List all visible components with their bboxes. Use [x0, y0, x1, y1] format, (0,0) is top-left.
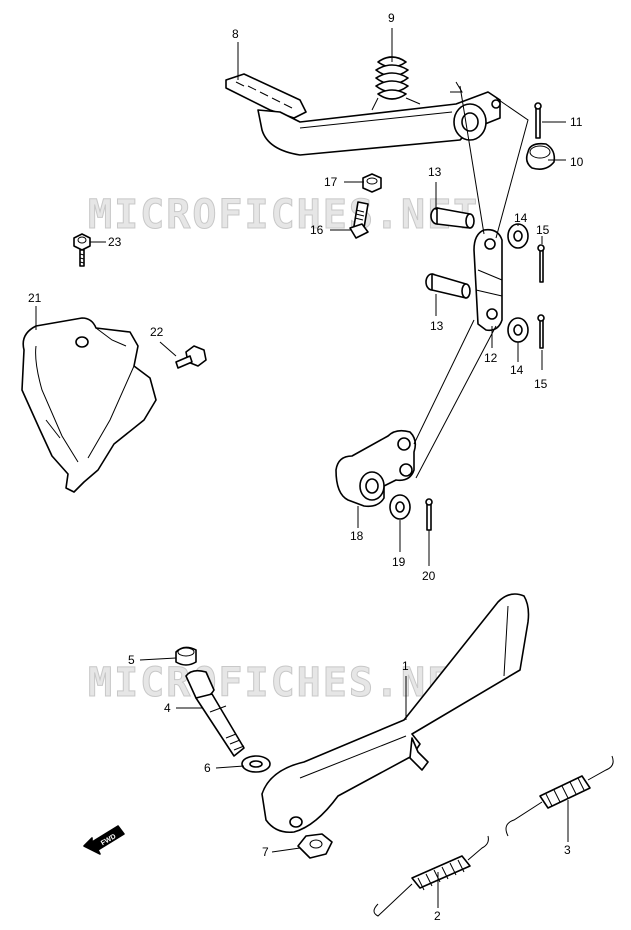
bolt-22: [175, 345, 207, 369]
nut-7: [297, 833, 333, 859]
washer-14-lower: [507, 317, 529, 343]
callout-2: 2: [434, 909, 441, 923]
bolt-16: [349, 201, 369, 239]
washer-6: [241, 755, 271, 773]
cotter-pin-15-upper: [537, 244, 545, 283]
cap-5: [175, 646, 197, 666]
fwd-arrow: FWD: [83, 825, 125, 855]
brake-pedal-arm: [225, 73, 501, 156]
callout-15-upper: 15: [536, 223, 550, 237]
callout-14-upper: 14: [514, 211, 528, 225]
callout-1: 1: [402, 659, 409, 673]
watermark-bottom: MICROFICHES.NET: [88, 660, 479, 706]
bellcrank-lever: [335, 429, 417, 508]
callout-14-lower: 14: [510, 363, 524, 377]
callout-19: 19: [392, 555, 406, 569]
callout-23: 23: [108, 235, 122, 249]
nut-17: [362, 173, 382, 193]
callout-18: 18: [350, 529, 364, 543]
callout-22: 22: [150, 325, 164, 339]
side-stand: [261, 593, 530, 834]
pivot-bolt: [185, 669, 245, 757]
callout-4: 4: [164, 701, 171, 715]
leader-lines: [35, 28, 569, 908]
spring-3: [505, 755, 614, 837]
callout-10: 10: [570, 155, 584, 169]
watermark-top: MICROFICHES.NET: [88, 192, 479, 238]
callout-17: 17: [324, 175, 338, 189]
cotter-pin-20: [425, 498, 433, 531]
spring-2: [373, 835, 489, 917]
heel-guard: [21, 317, 157, 493]
callout-7: 7: [262, 845, 269, 859]
linkage-plate: [473, 228, 503, 332]
callout-13-upper: 13: [428, 165, 442, 179]
callout-9: 9: [388, 11, 395, 25]
callout-5: 5: [128, 653, 135, 667]
callout-labels: 8 9 11 10 17 16 13 14 15 13 12 14 15 23 …: [28, 11, 584, 923]
bolt-23: [73, 233, 91, 267]
callout-16: 16: [310, 223, 324, 237]
washer-14-upper: [507, 223, 529, 249]
callout-8: 8: [232, 27, 239, 41]
callout-6: 6: [204, 761, 211, 775]
callout-20: 20: [422, 569, 436, 583]
callout-13-lower: 13: [430, 319, 444, 333]
callout-3: 3: [564, 843, 571, 857]
assembly-lines-upper: [413, 85, 529, 479]
cotter-pin-top: [534, 102, 542, 139]
cotter-pin-15-lower: [537, 314, 545, 349]
callout-21: 21: [28, 291, 42, 305]
washer-19: [389, 494, 411, 520]
pedal-spring: [371, 56, 421, 111]
callout-15-lower: 15: [534, 377, 548, 391]
cap: [525, 142, 556, 170]
clevis-pin-lower: [425, 273, 471, 299]
callout-12: 12: [484, 351, 498, 365]
callout-11: 11: [570, 115, 583, 129]
clevis-pin-upper: [430, 207, 475, 229]
